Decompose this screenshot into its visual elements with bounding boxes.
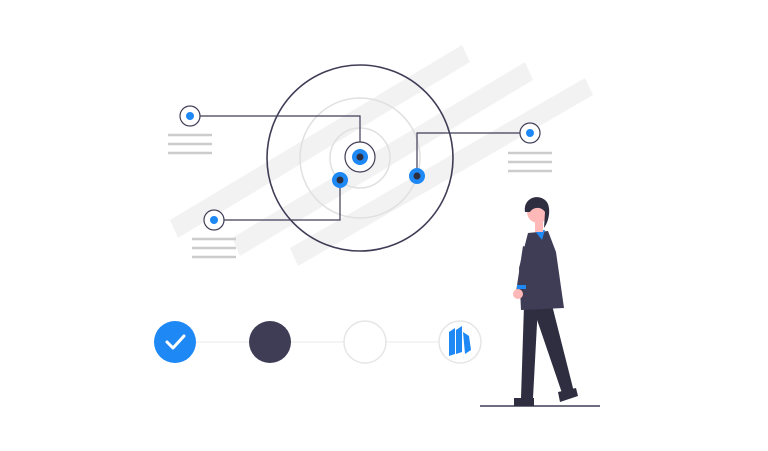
check-icon bbox=[165, 334, 186, 350]
brand-logo-icon bbox=[449, 326, 471, 356]
callout-node-left-bottom bbox=[203, 209, 225, 231]
person-figure bbox=[513, 197, 578, 406]
background-stripe bbox=[232, 62, 533, 256]
callout-node-left-top bbox=[179, 105, 201, 127]
person-shoe-right bbox=[558, 388, 578, 402]
step-pending[interactable] bbox=[343, 320, 387, 364]
step-complete[interactable] bbox=[154, 321, 196, 363]
background-stripes bbox=[170, 45, 593, 266]
person-cuff bbox=[517, 285, 526, 289]
person-leg-right bbox=[532, 305, 574, 396]
person-shoe-left bbox=[514, 398, 534, 406]
person-arm bbox=[516, 246, 532, 292]
background-stripe bbox=[290, 78, 593, 266]
callout-node-right bbox=[519, 122, 541, 144]
person-hand bbox=[513, 289, 523, 299]
person-collar bbox=[535, 230, 545, 240]
radar-point bbox=[409, 168, 425, 184]
progress-steps bbox=[154, 320, 482, 364]
radar-point bbox=[332, 172, 348, 188]
radar-points bbox=[332, 141, 425, 188]
connector-line bbox=[190, 115, 361, 145]
callout-text-lines bbox=[168, 133, 552, 259]
connector-lines bbox=[190, 115, 530, 221]
background-stripe bbox=[170, 45, 470, 238]
step-current[interactable] bbox=[249, 321, 291, 363]
radar-center-point bbox=[344, 141, 376, 173]
connector-line bbox=[214, 180, 341, 221]
radar-middle-ring bbox=[299, 97, 421, 219]
connector-line bbox=[416, 132, 530, 175]
person-hair bbox=[524, 197, 550, 228]
radar-outer-ring bbox=[266, 64, 454, 252]
person-neck bbox=[535, 222, 543, 232]
step-logo[interactable] bbox=[438, 320, 482, 364]
person-leg-left bbox=[521, 305, 538, 398]
